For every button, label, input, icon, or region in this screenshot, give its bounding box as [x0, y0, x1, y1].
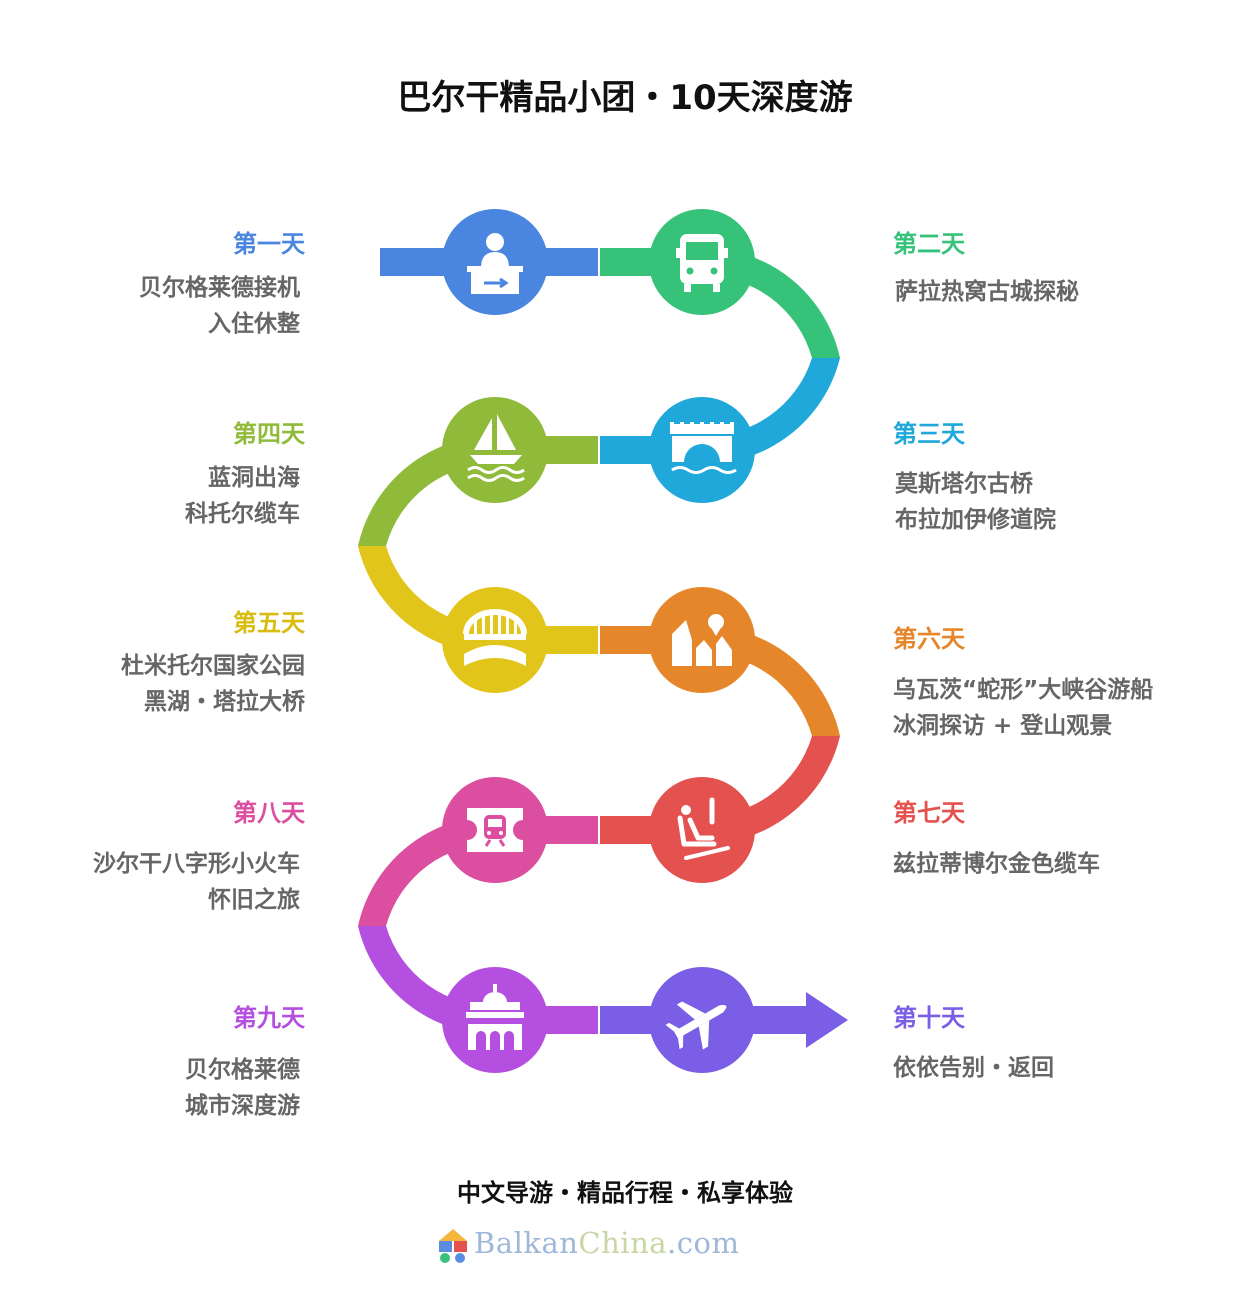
stone-bridge-icon — [670, 422, 737, 474]
day3-line2: 布拉加伊修道院 — [895, 507, 1056, 533]
day5-line2: 黑湖・塔拉大桥 — [144, 689, 305, 715]
brand-logo-icon — [439, 1229, 467, 1263]
day3-node — [649, 397, 755, 503]
church-icon — [466, 984, 524, 1050]
day9-line2: 城市深度游 — [185, 1093, 300, 1119]
tagline: 中文导游・精品行程・私享体验 — [457, 1179, 793, 1207]
brand-part-domain: .com — [667, 1226, 740, 1260]
day8-node — [442, 777, 548, 883]
day6-node — [649, 587, 755, 693]
day3-line1: 莫斯塔尔古桥 — [895, 471, 1033, 497]
day9-node — [442, 967, 548, 1073]
day4-line2: 科托尔缆车 — [185, 501, 300, 527]
day2-description: 萨拉热窝古城探秘 — [895, 274, 1235, 310]
brand-name: BalkanChina.com — [474, 1226, 739, 1260]
day3-label: 第三天 — [893, 420, 965, 448]
day1-line1: 贝尔格莱德接机 — [139, 275, 300, 301]
day1-label: 第一天 — [233, 230, 305, 258]
day2-line1: 萨拉热窝古城探秘 — [895, 279, 1079, 305]
route-path — [358, 247, 848, 1048]
day9-description: 贝尔格莱德 城市深度游 — [40, 1052, 300, 1124]
day10-label: 第十天 — [893, 1004, 965, 1032]
day7-node — [649, 777, 755, 883]
arch-bridge-icon — [463, 609, 527, 666]
day5-description: 杜米托尔国家公园 黑湖・塔拉大桥 — [20, 648, 305, 720]
check-in-desk-icon — [467, 233, 523, 294]
day9-label: 第九天 — [233, 1004, 305, 1032]
sailboat-icon — [467, 414, 525, 482]
day2-node — [649, 209, 755, 315]
day4-line1: 蓝洞出海 — [208, 465, 300, 491]
day10-line1: 依依告别・返回 — [893, 1055, 1054, 1081]
airplane-icon — [665, 1001, 727, 1050]
day1-description: 贝尔格莱德接机 入住休整 — [40, 270, 300, 342]
day5-line1: 杜米托尔国家公园 — [121, 653, 305, 679]
day4-label: 第四天 — [233, 420, 305, 448]
day4-description: 蓝洞出海 科托尔缆车 — [40, 460, 300, 532]
day1-node — [442, 209, 548, 315]
day6-description: 乌瓦茨“蛇形”大峡谷游船 冰洞探访 + 登山观景 — [893, 672, 1238, 744]
brand-part-china: China — [578, 1226, 668, 1260]
brand-part-balkan: Balkan — [474, 1226, 579, 1260]
day10-description: 依依告别・返回 — [893, 1050, 1233, 1086]
day6-label: 第六天 — [893, 625, 965, 653]
day6-line2: 冰洞探访 + 登山观景 — [893, 713, 1113, 739]
canyon-icon — [672, 614, 732, 666]
day5-node — [442, 587, 548, 693]
day5-label: 第五天 — [233, 609, 305, 637]
day8-line2: 怀旧之旅 — [208, 887, 300, 913]
bus-icon — [676, 234, 728, 292]
day6-line1: 乌瓦茨“蛇形”大峡谷游船 — [893, 677, 1154, 703]
day2-label: 第二天 — [893, 230, 965, 258]
day7-line1: 兹拉蒂博尔金色缆车 — [893, 851, 1100, 877]
page-title: 巴尔干精品小团・10天深度游 — [397, 78, 853, 118]
day8-label: 第八天 — [233, 799, 305, 827]
chairlift-icon — [677, 797, 730, 860]
day7-description: 兹拉蒂博尔金色缆车 — [893, 846, 1233, 882]
day3-description: 莫斯塔尔古桥 布拉加伊修道院 — [895, 466, 1235, 538]
day7-label: 第七天 — [893, 799, 965, 827]
train-ticket-icon — [467, 808, 523, 852]
day10-node — [649, 967, 755, 1073]
day4-node — [442, 397, 548, 503]
day8-line1: 沙尔干八字形小火车 — [93, 851, 300, 877]
day1-line2: 入住休整 — [208, 311, 300, 337]
day8-description: 沙尔干八字形小火车 怀旧之旅 — [10, 846, 300, 918]
day9-line1: 贝尔格莱德 — [185, 1057, 300, 1083]
